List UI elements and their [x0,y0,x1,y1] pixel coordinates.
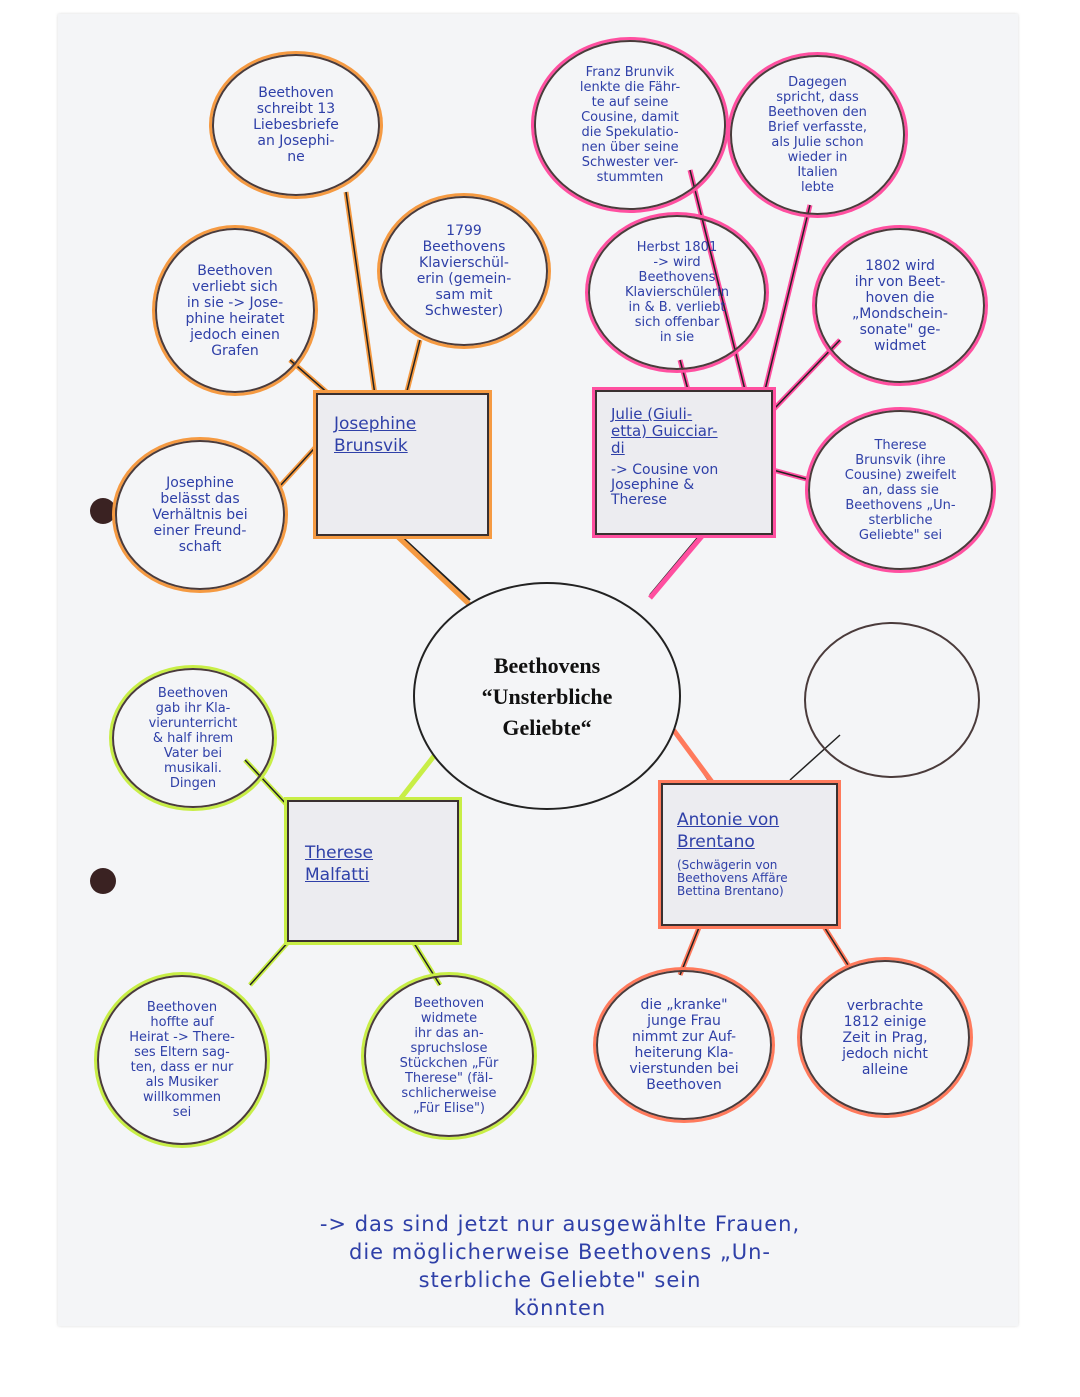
box-name: Antonie von Brentano [677,810,780,852]
box-antonie-brentano: Antonie von Brentano (Schwägerin von Bee… [661,783,838,926]
bubble-julie-franz: Franz Brunvik lenkte die Fähr- te auf se… [534,40,726,210]
box-name: Josephine Brunsvik [334,414,417,456]
bubble-text: die „kranke" junge Frau nimmt zur Auf- h… [629,997,739,1093]
bubble-julie-dagegen: Dagegen spricht, dass Beethoven den Brie… [730,55,905,215]
bubble-therese-marriage: Beethoven hoffte auf Heirat -> There- se… [97,975,267,1145]
bubble-text: Therese Brunsvik (ihre Cousine) zweifelt… [844,437,957,543]
punch-hole [90,498,116,524]
bubble-text: Beethoven gab ihr Kla- vierunterricht & … [148,685,238,791]
bubble-text: 1799 Beethovens Klavierschül- erin (geme… [416,223,512,319]
bubble-text: Beethoven hoffte auf Heirat -> There- se… [129,1000,235,1120]
center-circle: Beethovens “Unsterbliche Geliebte“ [413,582,681,810]
box-name: Therese Malfatti [305,843,374,885]
bubble-antonie-prag: verbrachte 1812 einige Zeit in Prag, jed… [800,960,970,1115]
bubble-text: verbrachte 1812 einige Zeit in Prag, jed… [842,997,928,1078]
box-josephine-brunsvik: Josephine Brunsvik [316,393,489,536]
bubble-text: Beethoven widmete ihr das an- spruchslos… [399,996,499,1116]
box-julie-guicciardi: Julie (Giuli- etta) Guicciar- di -> Cous… [595,390,773,535]
bubble-julie-mondschein: 1802 wird ihr von Beet- hoven die „Monds… [815,228,985,383]
bubble-therese-elise: Beethoven widmete ihr das an- spruchslos… [364,975,534,1137]
bubble-text: Beethoven schreibt 13 Liebesbriefe an Jo… [253,85,339,165]
bubble-text: Herbst 1801 -> wird Beethovens Klaviersc… [625,240,729,345]
box-therese-malfatti: Therese Malfatti [287,800,459,942]
bubble-antonie-empty [804,622,980,778]
bubble-josephine-letters: Beethoven schreibt 13 Liebesbriefe an Jo… [212,54,380,196]
bubble-text: Beethoven verliebt sich in sie -> Jose- … [185,262,285,359]
bubble-josephine-married: Beethoven verliebt sich in sie -> Jose- … [155,228,315,393]
center-title: Beethovens “Unsterbliche Geliebte“ [481,652,613,740]
bubble-antonie-lessons: die „kranke" junge Frau nimmt zur Auf- h… [596,970,772,1120]
bubble-text: Franz Brunvik lenkte die Fähr- te auf se… [579,65,681,185]
footer-note: -> das sind jetzt nur ausgewählte Frauen… [319,1212,801,1320]
bubble-josephine-pupil: 1799 Beethovens Klavierschül- erin (geme… [380,196,548,346]
bubble-julie-herbst: Herbst 1801 -> wird Beethovens Klaviersc… [588,215,766,370]
box-sub: -> Cousine von Josephine & Therese [611,462,719,508]
box-name: Julie (Giuli- etta) Guicciar- di [611,405,718,457]
bubble-julie-therese: Therese Brunsvik (ihre Cousine) zweifelt… [808,410,993,570]
bubble-therese-lessons: Beethoven gab ihr Kla- vierunterricht & … [112,668,274,808]
punch-hole [90,868,116,894]
bubble-text: 1802 wird ihr von Beet- hoven die „Monds… [852,257,948,354]
box-sub: (Schwägerin von Beethovens Affäre Bettin… [677,858,788,898]
bubble-text: Josephine belässt das Verhältnis bei ein… [152,475,248,555]
bubble-josephine-friendship: Josephine belässt das Verhältnis bei ein… [115,440,285,590]
bubble-text: Dagegen spricht, dass Beethoven den Brie… [768,75,867,195]
